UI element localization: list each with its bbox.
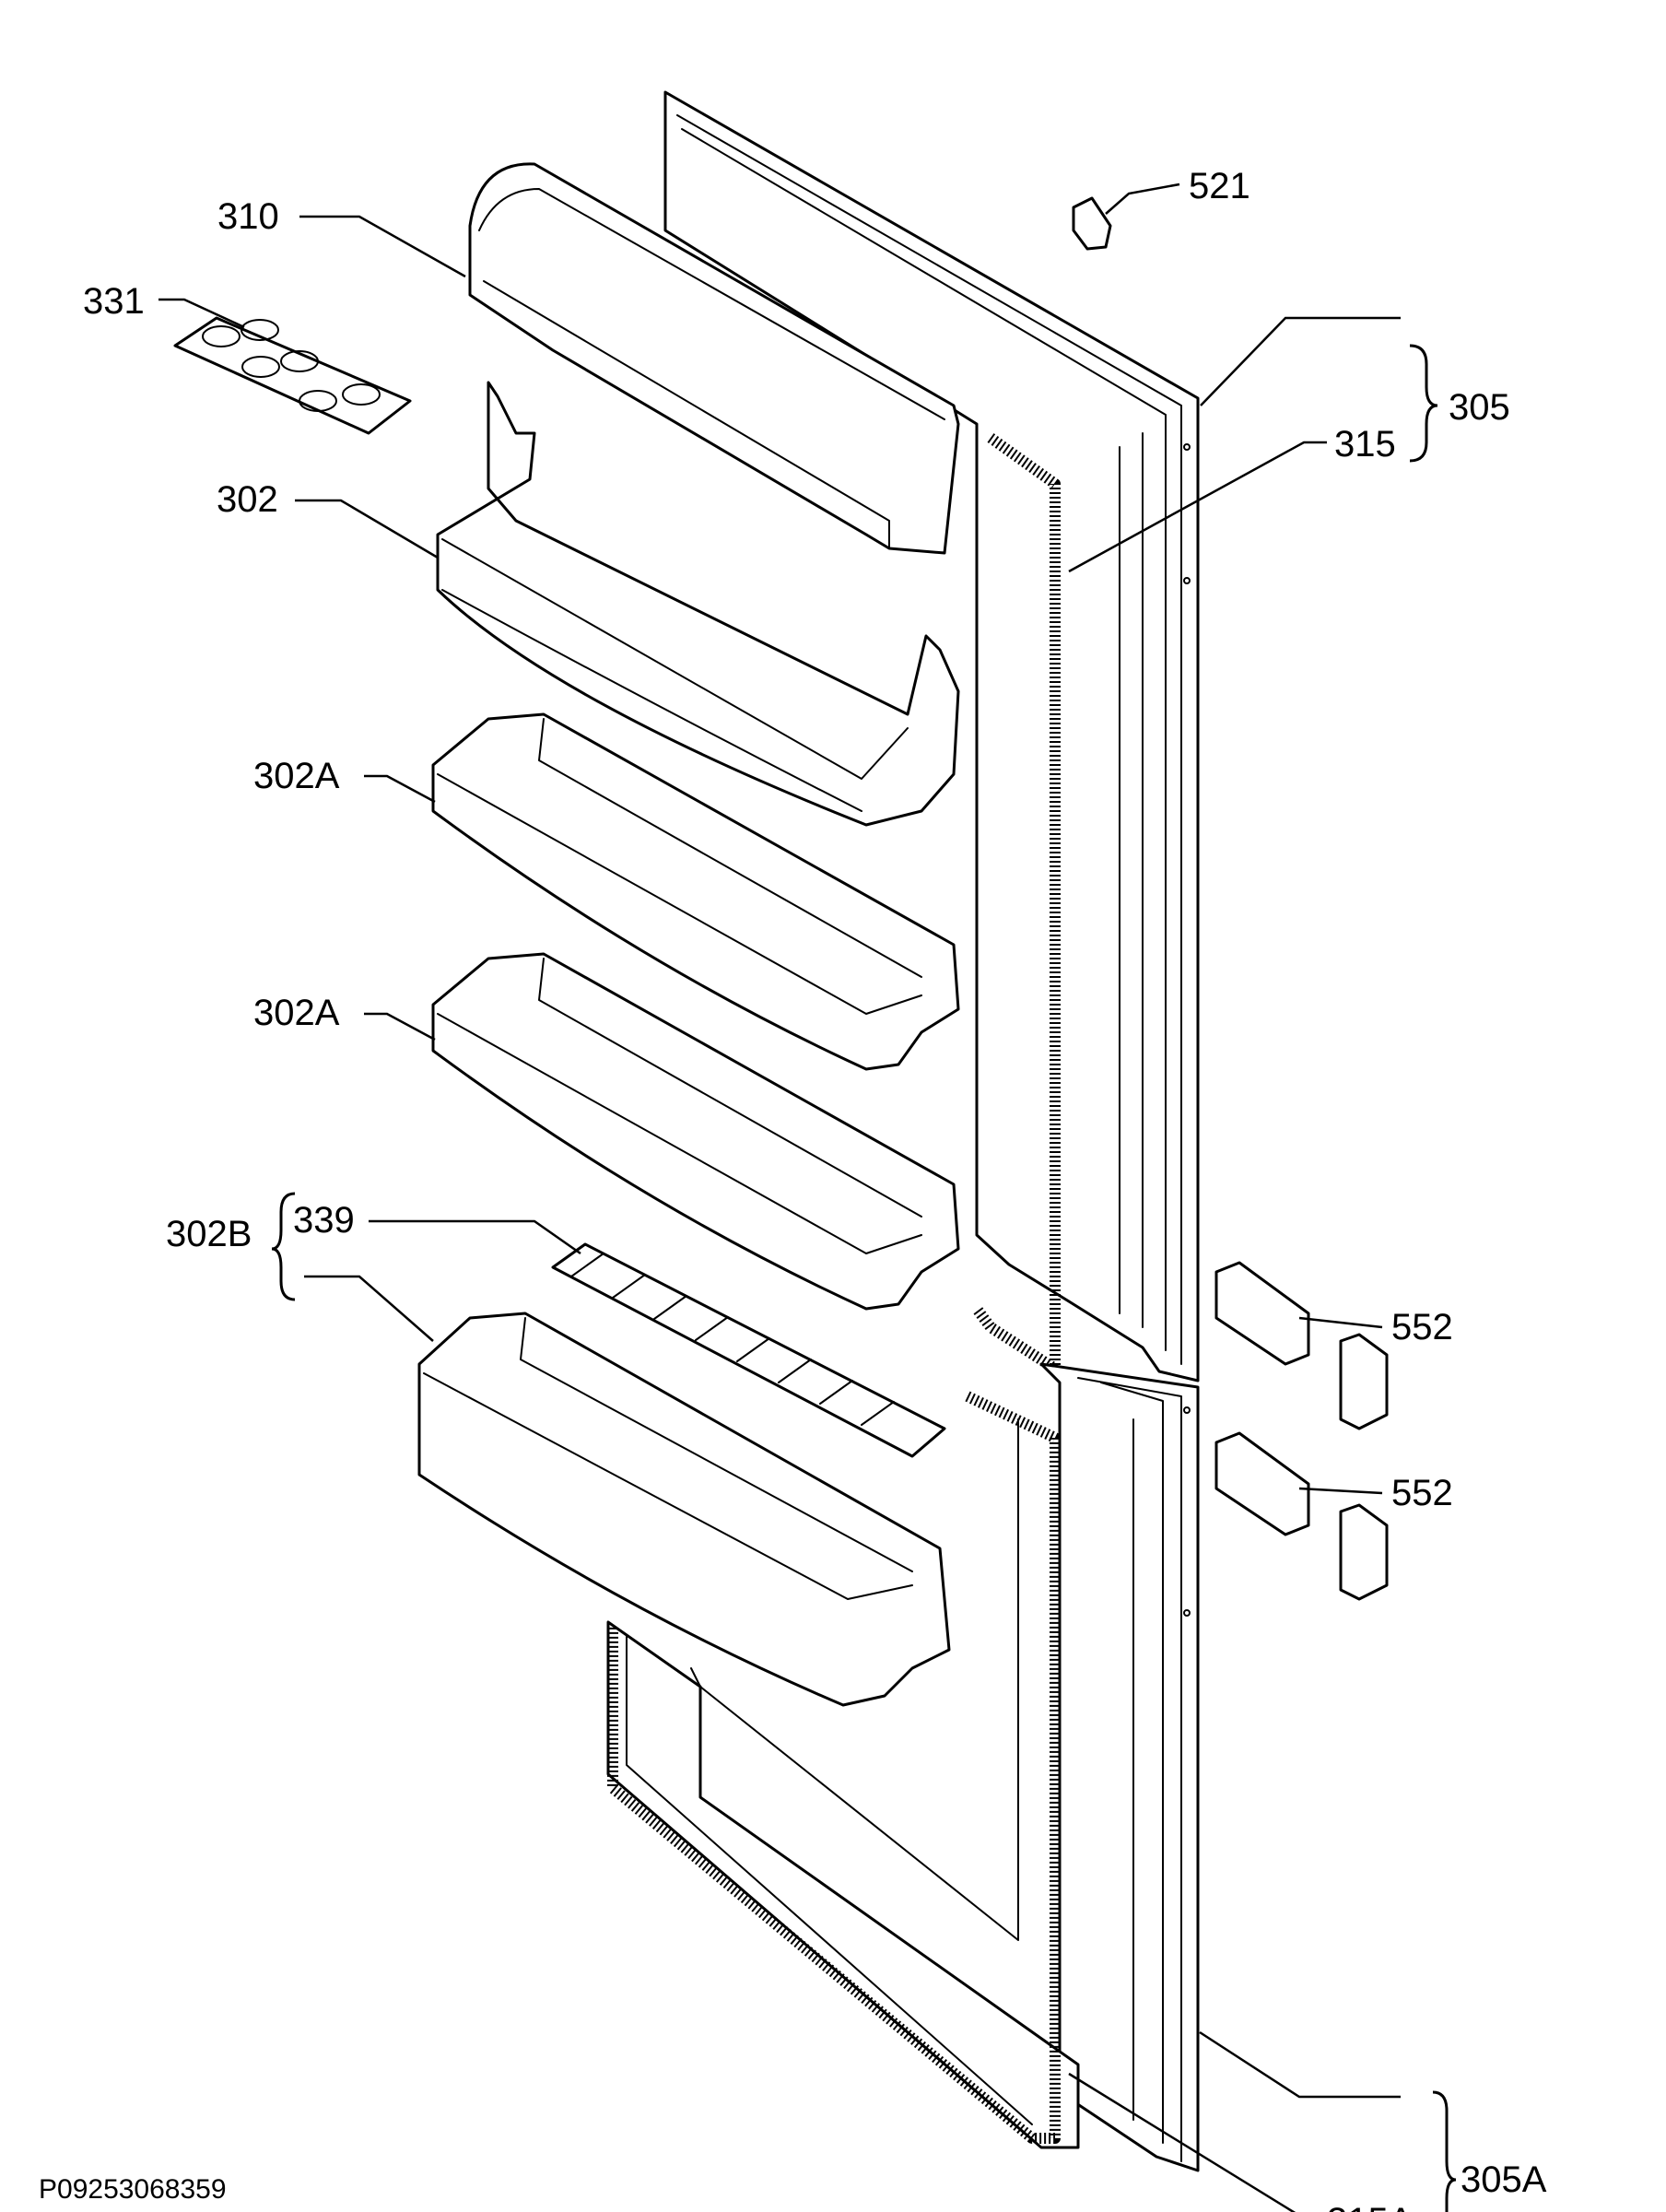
door-bin-302b <box>417 1312 951 1707</box>
callout-305a: 305A <box>1461 2159 1547 2200</box>
callout-339: 339 <box>293 1200 355 1241</box>
hinge-bracket-552-lower <box>1214 1431 1389 1601</box>
callout-302a-2: 302A <box>253 993 340 1033</box>
callout-521: 521 <box>1189 166 1250 206</box>
bottle-rack-339 <box>551 1242 946 1458</box>
callout-315: 315 <box>1334 424 1396 465</box>
callout-302: 302 <box>217 479 278 520</box>
callout-302b: 302B <box>166 1214 252 1254</box>
callout-552-2: 552 <box>1391 1473 1453 1513</box>
upper-door-panel <box>663 90 1200 1382</box>
callout-310: 310 <box>217 196 279 237</box>
dairy-compartment-lid <box>468 162 960 555</box>
lower-door-inner-edge <box>690 1418 1019 1941</box>
clip-521 <box>1072 196 1112 251</box>
callout-331: 331 <box>83 281 145 322</box>
lower-door-panel <box>606 1362 1200 2172</box>
callout-302a-1: 302A <box>253 756 340 796</box>
drawing-code: P09253068359 <box>39 2174 227 2205</box>
callout-315a: 315A <box>1327 2201 1414 2212</box>
door-bin-302 <box>436 381 960 827</box>
door-bin-302a-1 <box>431 712 960 1071</box>
egg-tray <box>173 316 412 435</box>
callout-305: 305 <box>1449 387 1510 428</box>
callout-552-1: 552 <box>1391 1307 1453 1347</box>
hinge-bracket-552-upper <box>1214 1261 1389 1430</box>
door-bin-302a-2 <box>431 952 960 1311</box>
